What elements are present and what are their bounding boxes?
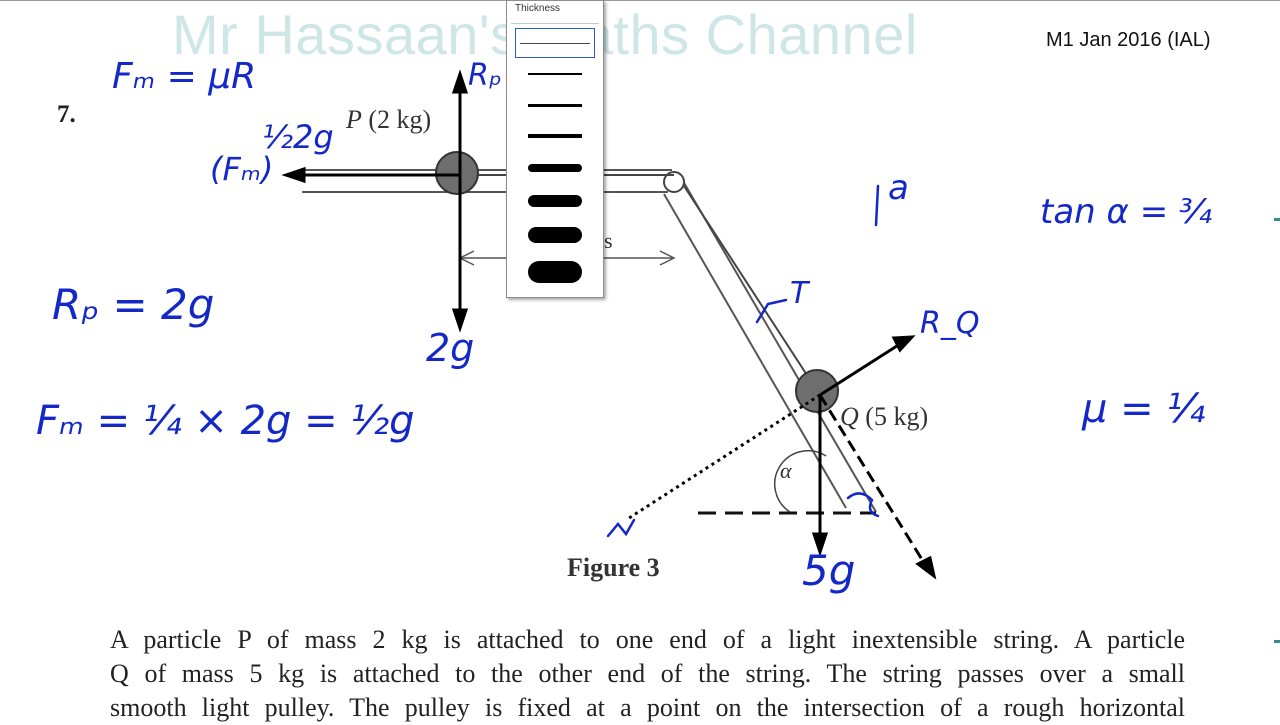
figure-3-diagram (281, 69, 937, 580)
particle-q (795, 369, 839, 413)
thickness-option-1[interactable] (515, 28, 595, 58)
question-number: 7. (57, 101, 76, 128)
thickness-option-7[interactable] (515, 220, 595, 250)
question-paragraph: A particle P of mass 2 kg is attached to… (110, 623, 1185, 725)
ink-friction-formula: Fₘ = μR (112, 56, 257, 97)
right-edge-mark (1274, 218, 1280, 221)
thickness-option-5[interactable] (515, 153, 595, 183)
label-particle-p: P (2 kg) (346, 105, 432, 134)
thickness-option-4[interactable] (515, 121, 595, 151)
thickness-swatch-8 (528, 261, 582, 283)
thickness-option-6[interactable] (515, 186, 595, 216)
ink-reaction-eq: Rₚ = 2g (52, 280, 215, 329)
ink-weight-p: 2g (426, 326, 475, 370)
ink-half-2g: ½2g (262, 118, 334, 156)
ink-reaction-p: Rₚ (468, 58, 502, 93)
ink-accel: a (888, 168, 909, 208)
force-arrows-p (281, 69, 469, 333)
ink-friction-calc: Fₘ = ¼ × 2g = ½g (36, 398, 415, 444)
thickness-swatch-4 (528, 134, 582, 138)
ink-weight-q: 5g (802, 546, 856, 595)
ink-mu: μ = ¼ (1082, 386, 1206, 432)
paragraph-line-1: A particle P of mass 2 kg is attached to… (110, 625, 1185, 654)
thickness-option-8[interactable] (515, 257, 595, 287)
ink-friction-symbol: (Fₘ) (210, 150, 274, 188)
ink-tension: T (790, 276, 809, 311)
thickness-swatch-1 (520, 42, 590, 44)
ink-strokes (606, 184, 880, 538)
paper-reference: M1 Jan 2016 (IAL) (1046, 29, 1211, 51)
label-alpha: α (780, 458, 792, 483)
thickness-swatch-7 (528, 227, 582, 243)
thickness-picker[interactable]: Thickness (506, 0, 604, 298)
alpha-arc (773, 449, 827, 513)
horizontal-plane (302, 169, 672, 193)
thickness-swatch-2 (528, 73, 582, 75)
ink-tan-alpha: tan α = ¾ (1040, 192, 1212, 232)
figure-caption: Figure 3 (567, 553, 660, 582)
thickness-option-3[interactable] (515, 90, 595, 120)
thickness-separator (511, 23, 599, 24)
label-particle-q: Q (5 kg) (840, 402, 929, 431)
label-distance-s: s (604, 228, 613, 253)
ink-reaction-q: R_Q (920, 306, 980, 341)
force-arrows-q (625, 335, 937, 580)
paragraph-line-3: smooth light pulley. The pulley is fixed… (110, 693, 1185, 722)
thickness-swatch-3 (528, 103, 582, 107)
inclined-plane (663, 175, 877, 513)
right-edge-mark (1274, 640, 1280, 643)
top-border (0, 0, 1280, 1)
particle-p (435, 151, 479, 195)
paragraph-line-2: Q of mass 5 kg is attached to the other … (110, 659, 1185, 688)
pulley (663, 171, 685, 193)
thickness-option-2[interactable] (515, 59, 595, 89)
thickness-title: Thickness (515, 3, 561, 14)
thickness-swatch-5 (528, 164, 582, 172)
thickness-swatch-6 (528, 195, 582, 207)
string-incline (683, 185, 819, 393)
